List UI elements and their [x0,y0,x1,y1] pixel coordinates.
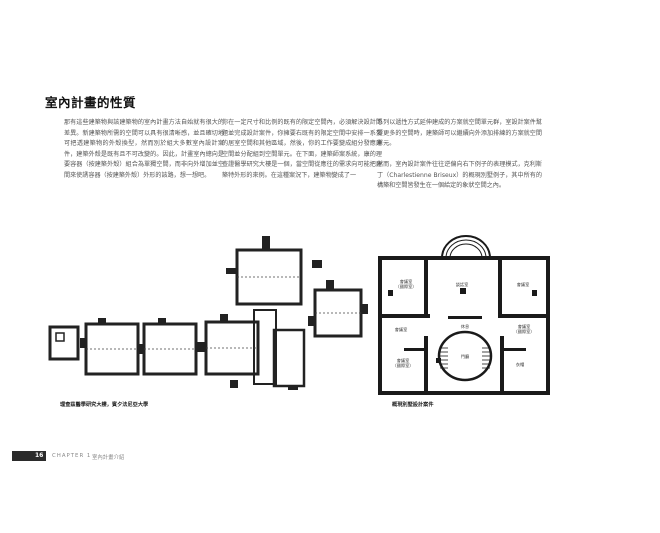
richards-floor-plan [40,232,380,392]
room-label: 會議室（國際室） [393,357,414,369]
villa-floor-plan: 會議室（國際室） 談話室 會議室 會議室 休息 會議室（國際室） 門廳 會議室（… [376,228,554,398]
chapter-title: 室內計畫介紹 [92,455,125,461]
villa-plan-caption: 概現別墅設計案件 [392,402,434,408]
page-number: 16 [35,452,44,459]
text-column-3: 系列以遞性方式延伸建成的方案就空間單元群，室設計案件幫要更多的空間時，建築師可以… [377,119,542,189]
room-label: 會議室 [395,326,408,333]
room-label: 會議室（國際室） [514,323,535,335]
text-column-2: 你在一定尺寸和比例的既有的限定空間內，必須解決設計問題並完成設計案件，你擁要右既… [222,119,382,179]
room-label: 談話室 [456,281,469,288]
text-column-1: 那有這些建築物與該建築物的室內計畫方法自始就有很大的差異。新建築物所需的空間可以… [64,119,224,179]
page-footer: 16 CHAPTER 1 室內計畫介紹 [0,450,660,462]
chapter-label: CHAPTER 1 [52,453,92,459]
villa-plan-drawing: 會議室（國際室） 談話室 會議室 會議室 休息 會議室（國際室） 門廳 會議室（… [378,235,550,395]
room-label: 會議室（國際室） [396,278,417,290]
richards-plan-drawing [48,236,368,390]
room-label: 休息 [461,323,469,330]
room-label: 衣帽 [516,361,524,368]
section-title: 室內計畫的性質 [45,95,137,110]
page-number-tab [12,451,46,461]
room-label: 會議室 [517,281,530,288]
room-label: 門廳 [461,353,470,360]
richards-plan-caption: 理查茲醫學研究大樓，賓夕法尼亞大學 [60,402,149,408]
